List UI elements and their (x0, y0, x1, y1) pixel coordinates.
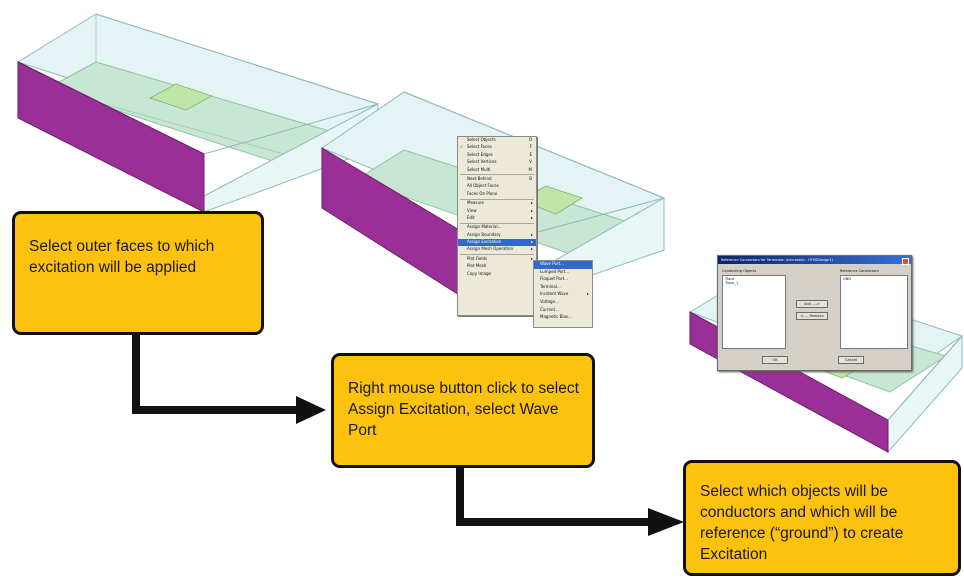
chevron-right-icon: ▸ (530, 239, 533, 245)
menu-item-label: Faces On Plane (467, 190, 498, 196)
chevron-right-icon: ▸ (530, 207, 533, 213)
ok-button[interactable]: OK (762, 356, 788, 364)
menu-item-assign-material[interactable]: Assign Material... (458, 224, 536, 231)
reference-conductors-list[interactable]: GND (840, 275, 908, 349)
callout-step2: Right mouse button click to select Assig… (331, 353, 595, 468)
menu-item-select-vertices[interactable]: Select Vertices V (458, 159, 536, 166)
callout-step3: Select which objects will be conductors … (683, 460, 961, 576)
submenu-item-label: Incident Wave (540, 291, 569, 297)
menu-item-edit[interactable]: Edit ▸ (458, 215, 536, 222)
submenu-item-label: Terminal... (540, 283, 561, 289)
menu-item-assign-boundary[interactable]: Assign Boundary ▸ (458, 232, 536, 239)
submenu-item-magnetic-bias[interactable]: Magnetic Bias... (534, 314, 592, 322)
menu-item-label: All Object Faces (467, 183, 499, 189)
menu-item-next-behind[interactable]: Next Behind B (458, 176, 536, 183)
menu-item-label: Select Multi (467, 166, 491, 172)
chevron-right-icon: ▸ (530, 255, 533, 261)
menu-item-label: Edit (467, 214, 475, 220)
menu-item-label: Select Objects (467, 137, 496, 142)
menu-item-all-object-faces[interactable]: All Object Faces (458, 183, 536, 190)
menu-item-label: View (467, 207, 477, 213)
menu-item-label: Assign Mesh Operation (467, 246, 514, 252)
submenu-item-label: Current... (540, 306, 559, 312)
arrow-step1-to-step2 (132, 332, 326, 424)
model-box-1[interactable] (16, 13, 380, 213)
menu-separator (460, 254, 534, 256)
menu-item-select-multi[interactable]: Select Multi M (458, 167, 536, 174)
menu-item-hotkey: F (529, 144, 532, 150)
reference-conductors-label: Reference Conductors (840, 269, 879, 273)
submenu-item-label: Voltage... (540, 298, 559, 304)
submenu-item-wave-port[interactable]: Wave Port... (534, 261, 592, 269)
callout-step1-text: Select outer faces to which excitation w… (29, 238, 215, 276)
menu-item-measure[interactable]: Measure ▸ (458, 200, 536, 207)
submenu-item-label: Magnetic Bias... (540, 314, 572, 320)
menu-item-label: Plot Mesh (467, 263, 487, 269)
menu-item-hotkey: O (528, 137, 532, 142)
submenu-item-lumped-port[interactable]: Lumped Port... (534, 269, 592, 277)
conducting-object-item[interactable]: Trace (725, 277, 735, 281)
menu-item-hotkey: B (529, 175, 532, 181)
remove-button[interactable]: <---- Remove (796, 312, 828, 320)
add-button[interactable]: Add ----> (796, 300, 828, 308)
menu-item-label: Assign Material... (467, 224, 502, 230)
chevron-right-icon: ▸ (530, 214, 533, 220)
menu-item-plot-mesh[interactable]: Plot Mesh (458, 263, 536, 270)
submenu-item-label: Lumped Port... (540, 268, 570, 274)
arrow-step2-to-step3 (456, 466, 684, 536)
menu-item-label: Assign Boundary (467, 231, 501, 237)
chevron-right-icon: ▸ (586, 291, 589, 297)
dialog-title: Reference Conductors for Terminals: (mic… (721, 258, 833, 262)
menu-item-label: Select Vertices (467, 159, 497, 165)
check-icon: ✓ (460, 144, 464, 150)
menu-separator (460, 198, 534, 200)
conducting-object-item[interactable]: Trace_1 (725, 281, 739, 285)
submenu-item-voltage[interactable]: Voltage... (534, 299, 592, 307)
menu-item-select-edges[interactable]: Select Edges E (458, 152, 536, 159)
chevron-right-icon: ▸ (530, 246, 533, 252)
excitation-submenu: Wave Port... Lumped Port... Floquet Port..… (533, 260, 593, 328)
menu-item-assign-mesh-operation[interactable]: Assign Mesh Operation ▸ (458, 246, 536, 253)
submenu-item-label: Floquet Port... (540, 276, 568, 282)
callout-step1: Select outer faces to which excitation w… (12, 211, 264, 335)
conducting-objects-label: Conducting Objects (722, 269, 757, 273)
reference-conductors-dialog: Reference Conductors for Terminals: (mic… (717, 255, 912, 371)
context-menu: Select Objects O Select Faces✓ F Select Edge… (457, 136, 537, 316)
callout-step2-text: Right mouse button click to select Assig… (348, 380, 579, 439)
menu-item-view[interactable]: View ▸ (458, 208, 536, 215)
submenu-item-terminal[interactable]: Terminal... (534, 284, 592, 292)
menu-separator (460, 174, 534, 176)
chevron-right-icon: ▸ (530, 200, 533, 206)
dialog-title-bar: Reference Conductors for Terminals: (mic… (718, 256, 911, 265)
menu-separator (460, 222, 534, 224)
menu-item-select-objects[interactable]: Select Objects O (458, 137, 536, 144)
menu-item-assign-excitation[interactable]: Assign Excitation ▸ (458, 239, 536, 247)
menu-item-label: Plot Fields (467, 255, 488, 261)
chevron-right-icon: ▸ (530, 231, 533, 237)
submenu-item-incident-wave[interactable]: Incident Wave ▸ (534, 291, 592, 299)
callout-step3-text: Select which objects will be conductors … (700, 483, 904, 563)
menu-item-label: Select Faces (467, 144, 492, 150)
menu-item-label: Select Edges (467, 151, 493, 157)
submenu-item-current[interactable]: Current... (534, 307, 592, 315)
close-icon[interactable] (902, 257, 909, 265)
menu-item-copy-image[interactable]: Copy Image (458, 271, 536, 278)
cancel-button[interactable]: Cancel (838, 356, 864, 364)
reference-conductor-item[interactable]: GND (843, 277, 852, 281)
menu-item-select-faces[interactable]: Select Faces✓ F (458, 144, 536, 151)
submenu-item-floquet-port[interactable]: Floquet Port... (534, 276, 592, 284)
menu-item-hotkey: M (528, 166, 532, 172)
menu-item-label: Next Behind (467, 175, 492, 181)
menu-item-plot-fields[interactable]: Plot Fields ▸ (458, 256, 536, 263)
menu-item-hotkey: V (529, 159, 532, 165)
submenu-item-label: Wave Port... (540, 261, 564, 266)
menu-item-label: Copy Image (467, 270, 491, 276)
menu-item-faces-on-plane[interactable]: Faces On Plane (458, 191, 536, 198)
menu-item-label: Measure (467, 200, 484, 206)
menu-item-label: Assign Excitation (467, 239, 502, 245)
menu-item-hotkey: E (529, 151, 532, 157)
